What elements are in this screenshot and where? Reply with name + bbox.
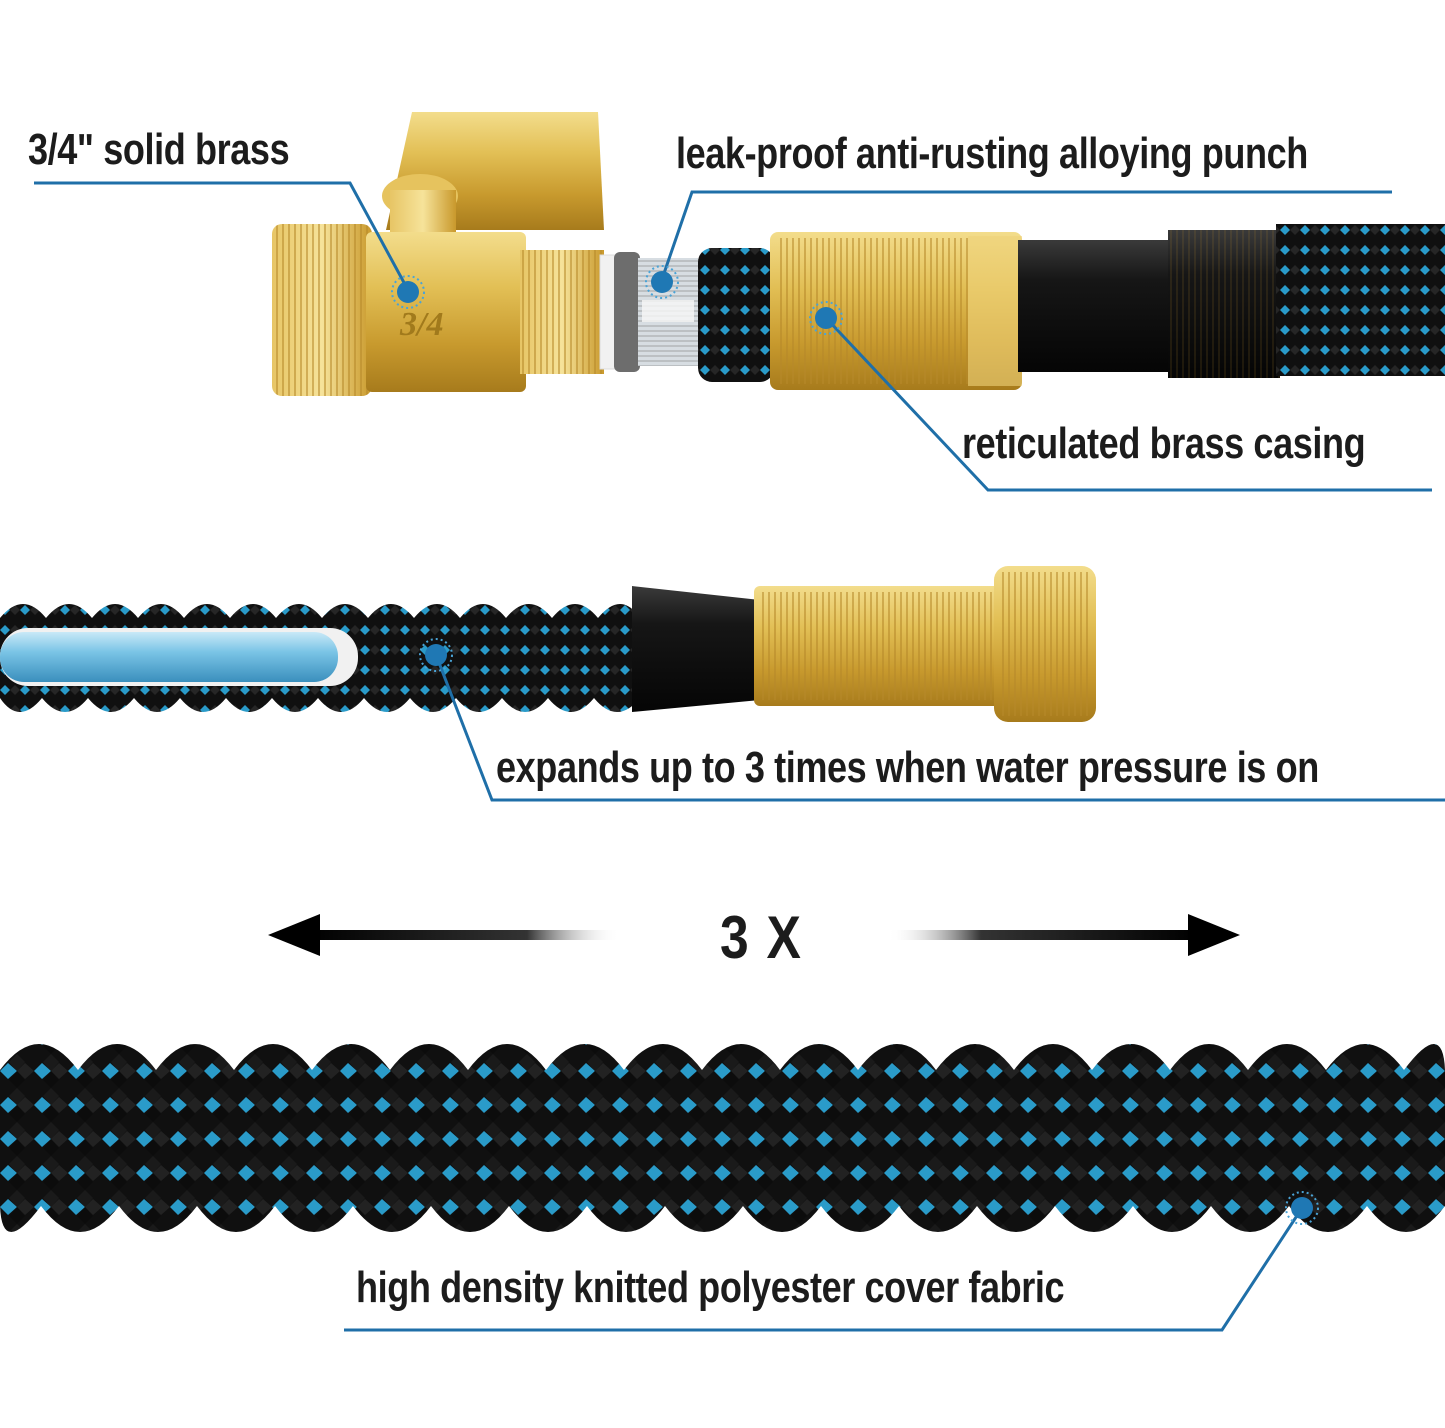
valve-stamp: 3/4 (399, 306, 443, 343)
arrow-right-icon (1188, 914, 1240, 956)
dot-expands (419, 638, 453, 672)
callout-expands: expands up to 3 times when water pressur… (496, 743, 1319, 792)
hose-bottom (0, 1044, 1445, 1232)
callout-dots (391, 265, 1319, 1225)
arrow-left-icon (268, 914, 320, 956)
callout-punch: leak-proof anti-rusting alloying punch (676, 129, 1308, 178)
dot-punch (645, 265, 679, 299)
callout-fabric: high density knitted polyester cover fab… (356, 1263, 1065, 1312)
callout-brass-size: 3/4" solid brass (28, 125, 290, 174)
callout-casing: reticulated brass casing (962, 419, 1366, 468)
dot-casing (809, 301, 843, 335)
dot-fabric (1285, 1191, 1319, 1225)
valve-body (366, 232, 526, 392)
leader-lines (34, 181, 1445, 1332)
connector-punch (614, 252, 698, 372)
expansion-arrows (268, 914, 1240, 956)
dot-valve (391, 275, 425, 309)
expansion-marker: 3 X (720, 904, 803, 971)
hose-middle (0, 566, 1096, 722)
valve-assembly: 3/4 (272, 112, 617, 396)
hose-end-top (698, 224, 1445, 390)
inner-tube (0, 632, 338, 682)
